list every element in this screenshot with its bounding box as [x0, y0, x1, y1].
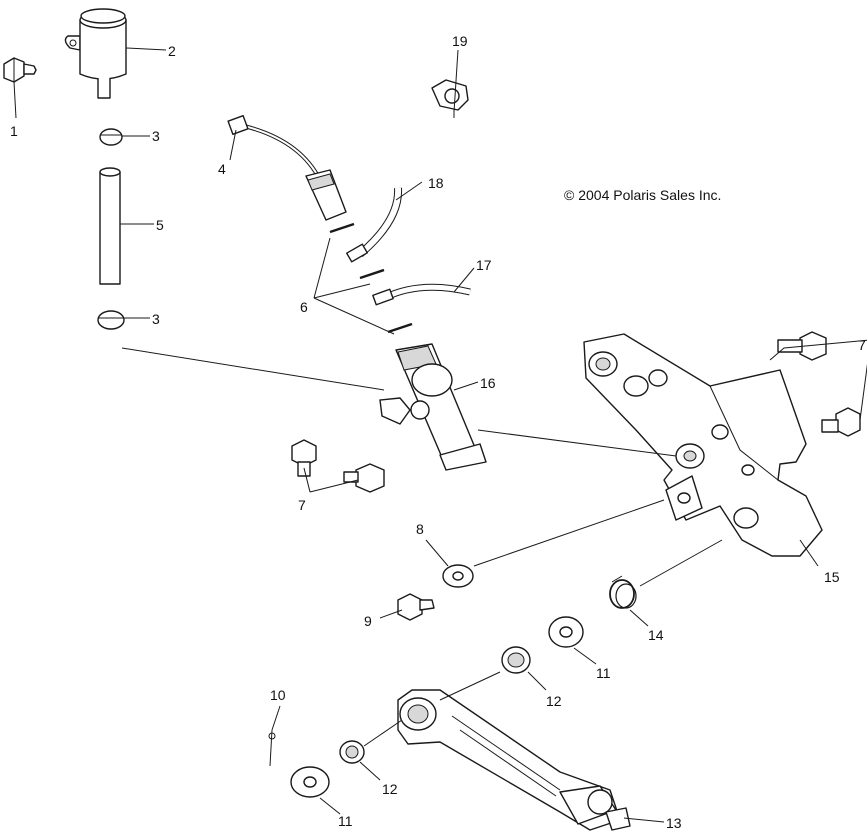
part-5-hose [99, 167, 121, 285]
part-9-bolt [397, 593, 435, 621]
part-3-clamp-upper [99, 128, 123, 146]
part-8-washer [442, 564, 474, 588]
part-15-bracket [583, 333, 823, 557]
part-2-reservoir [64, 8, 127, 99]
part-1-bolt [3, 57, 37, 83]
part-11-washer-right [548, 616, 584, 648]
part-11-washer-left [290, 766, 330, 798]
callout-14: 14 [648, 627, 664, 643]
part-16-master-cylinder [379, 343, 487, 471]
callout-17: 17 [476, 257, 492, 273]
callout-7-left: 7 [298, 497, 306, 513]
callout-6: 6 [300, 299, 308, 315]
part-7-bolts-left [291, 439, 385, 493]
part-17-hose [372, 283, 471, 306]
part-18-hose [346, 187, 403, 263]
part-7-bolts-right [777, 331, 861, 437]
part-4-brake-line [227, 114, 347, 221]
callout-1: 1 [10, 123, 18, 139]
part-13-pedal [397, 689, 631, 831]
part-19-switch [431, 79, 469, 118]
callout-3-upper: 3 [152, 128, 160, 144]
callout-4: 4 [218, 161, 226, 177]
callout-7-right: 7 [858, 337, 866, 353]
part-14-spring [609, 575, 637, 609]
callout-18: 18 [428, 175, 444, 191]
callout-13: 13 [666, 815, 682, 831]
part-6-clips [329, 222, 413, 334]
callout-19: 19 [452, 33, 468, 49]
part-12-bushing-upper [501, 646, 531, 674]
callout-labels: 1 2 3 3 4 5 6 7 7 8 9 10 11 11 12 12 13 … [10, 33, 866, 831]
callout-12-upper: 12 [546, 693, 562, 709]
part-3-clamp-lower [97, 310, 125, 330]
callout-16: 16 [480, 375, 496, 391]
callout-9: 9 [364, 613, 372, 629]
callout-15: 15 [824, 569, 840, 585]
callout-12-lower: 12 [382, 781, 398, 797]
callout-11-left: 11 [338, 813, 353, 829]
part-12-bushing-lower [339, 740, 365, 764]
callout-3-lower: 3 [152, 311, 160, 327]
callout-5: 5 [156, 217, 164, 233]
callout-11-right: 11 [596, 665, 611, 681]
callout-8: 8 [416, 521, 424, 537]
leader-lines [13, 47, 867, 823]
callout-10: 10 [270, 687, 286, 703]
part-10-cotter-pin [268, 729, 276, 767]
copyright-notice: © 2004 Polaris Sales Inc. [564, 187, 721, 203]
callout-2: 2 [168, 43, 176, 59]
